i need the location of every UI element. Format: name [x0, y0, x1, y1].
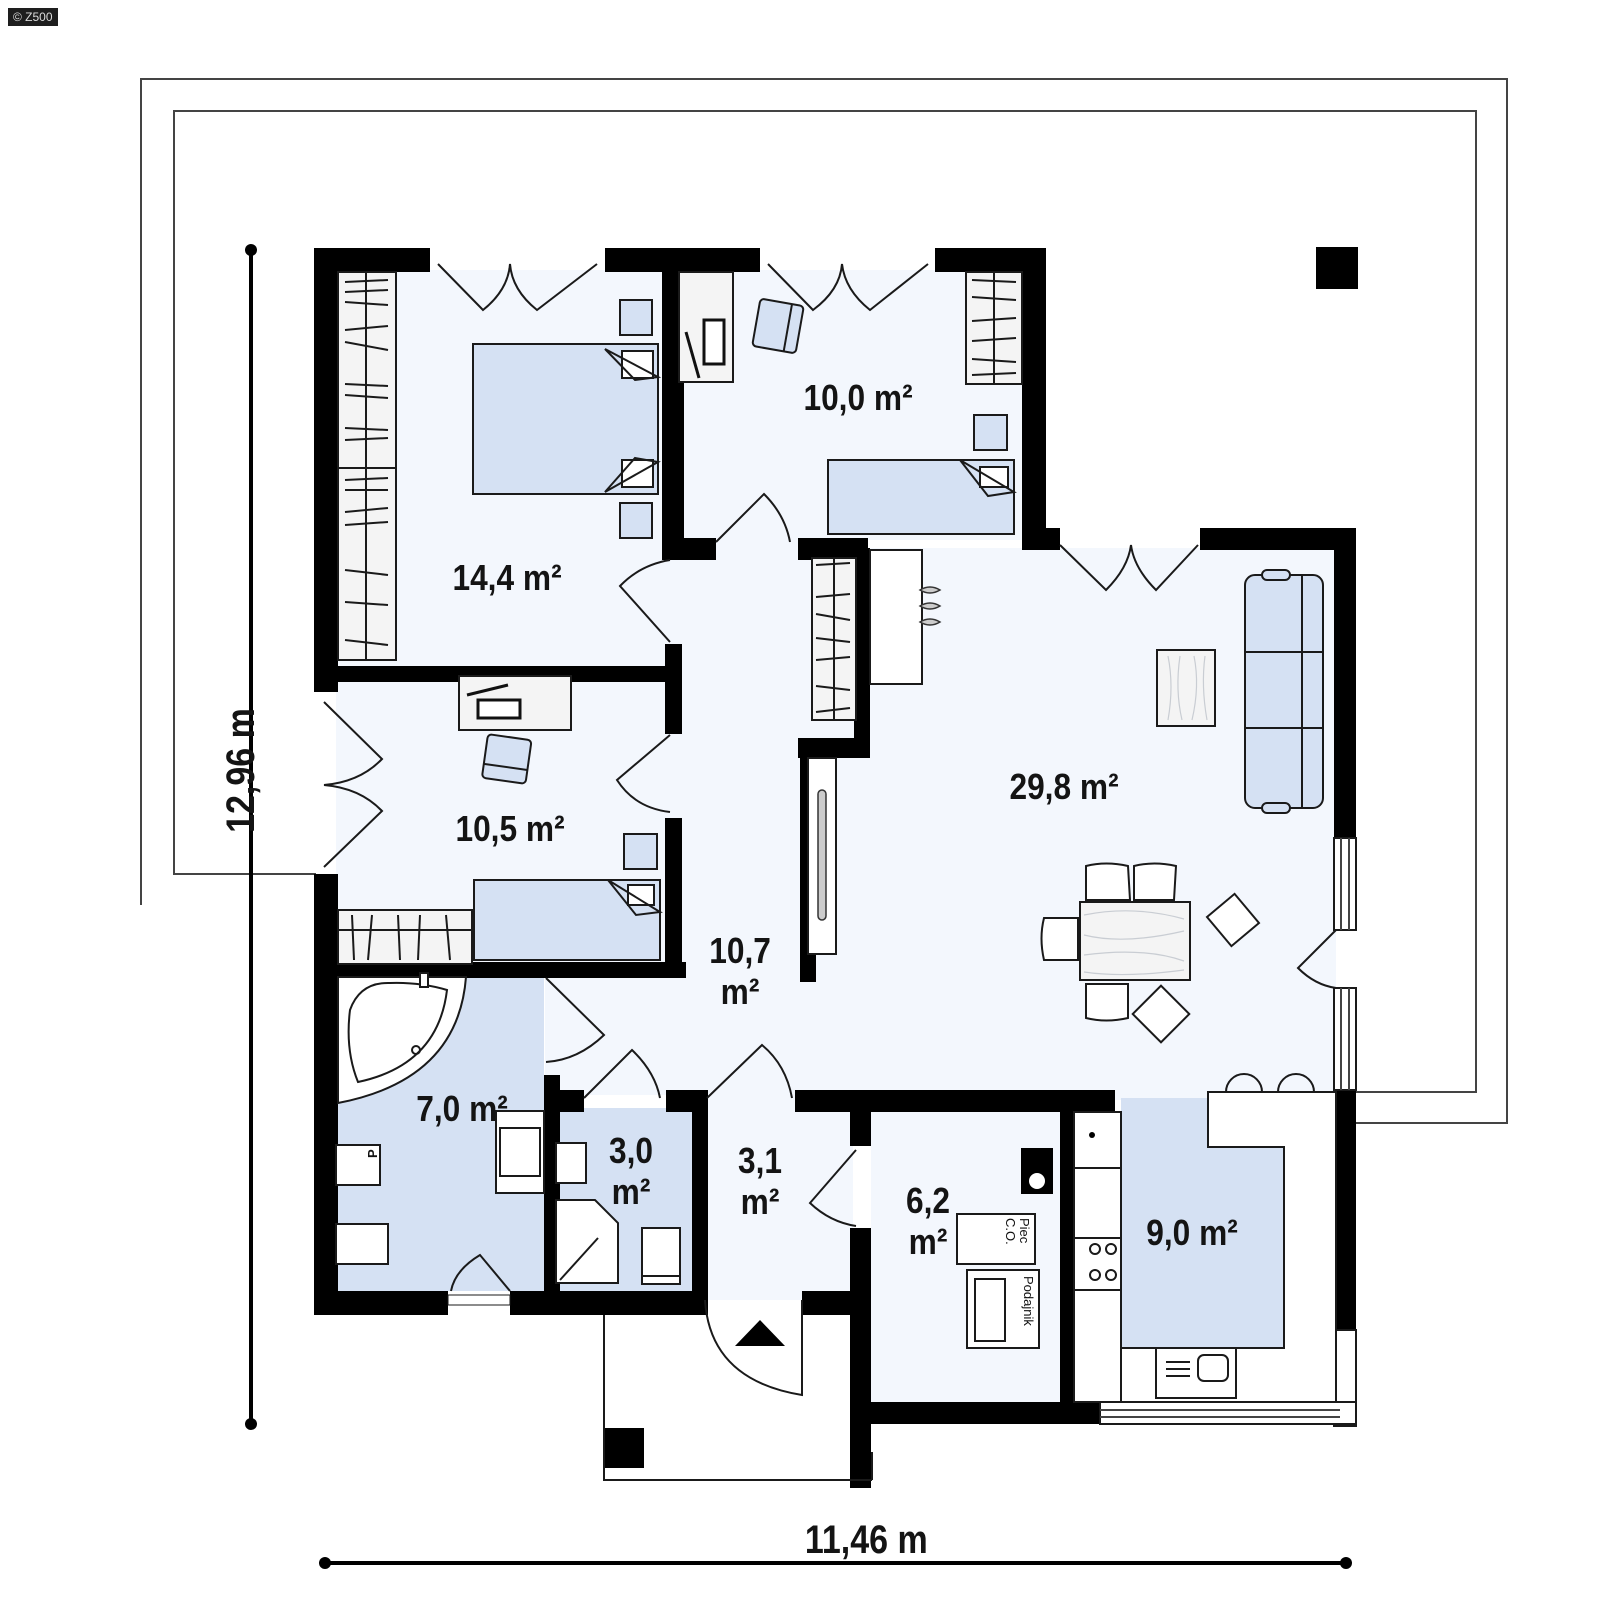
chimney-icon [1316, 247, 1358, 289]
vestibule-area-unit: m² [740, 1181, 780, 1223]
roof-outline [140, 78, 1508, 1124]
room-area-bathroom: 7,0 m² [416, 1088, 508, 1129]
watermark: © Z500 [8, 8, 58, 26]
wc-area-unit: m² [611, 1171, 651, 1213]
bedroom-3-furniture [458, 675, 663, 961]
depth-dimension: 12,96 m [218, 708, 263, 833]
room-area-wc: 3,0 m² [609, 1130, 653, 1213]
room-area-bedroom-3: 10,5 m² [455, 808, 565, 849]
room-area-living: 29,8 m² [1009, 766, 1119, 807]
wardrobes [337, 271, 1023, 965]
boiler-area-value: 6,2 [906, 1180, 951, 1221]
wc-area-value: 3,0 [609, 1130, 654, 1171]
hall-area-unit: m² [720, 971, 760, 1013]
boiler-label-podajnik: Podajnik [1021, 1276, 1036, 1326]
bathroom-furniture [335, 972, 681, 1285]
walls [314, 248, 1356, 1488]
dimension-lines [245, 244, 1352, 1569]
doors [323, 263, 1337, 1397]
room-area-master-bedroom: 14,4 m² [452, 557, 562, 598]
boiler-label-piec: Piec [1017, 1218, 1032, 1244]
master-bedroom-furniture [472, 299, 662, 539]
room-area-vestibule: 3,1 m² [738, 1140, 782, 1223]
room-area-boiler: 6,2 m² [906, 1180, 950, 1263]
boiler-furniture [956, 1148, 1053, 1349]
room-area-hall: 10,7 m² [709, 930, 771, 1013]
width-dimension: 11,46 m [804, 1518, 928, 1562]
vestibule-area-value: 3,1 [738, 1140, 783, 1181]
living-furniture [807, 549, 1324, 1093]
windows [447, 837, 1357, 1427]
room-area-bedroom-2: 10,0 m² [803, 377, 913, 418]
room-area-kitchen: 9,0 m² [1146, 1212, 1238, 1253]
boiler-area-unit: m² [908, 1221, 948, 1263]
bathroom-label-p: P [365, 1149, 380, 1158]
hall-area-value: 10,7 [709, 930, 771, 971]
boiler-label-co: C.O. [1003, 1218, 1018, 1245]
entrance-arrow-icon [735, 1320, 785, 1346]
kitchen-furniture [1073, 1091, 1337, 1403]
porch [603, 1315, 873, 1481]
bedroom-2-furniture [678, 271, 1017, 535]
